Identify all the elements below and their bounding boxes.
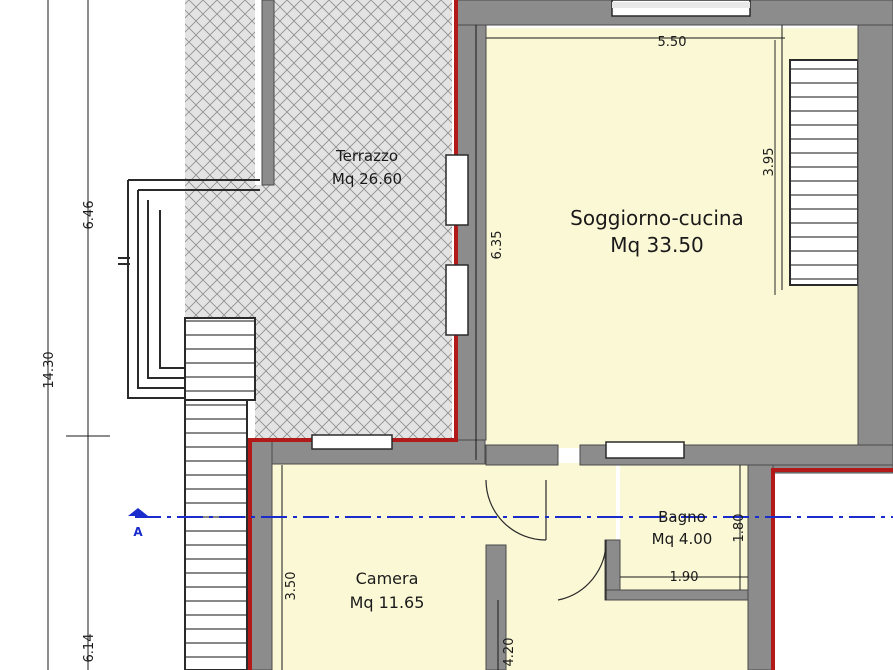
camera-name: Camera: [356, 569, 419, 588]
dim-bagno-height: 1.80: [732, 514, 747, 543]
terrazzo-paving-upper: [185, 0, 255, 185]
dim-camera-height: 3.50: [284, 572, 299, 601]
dim-soggiorno-width: 5.50: [658, 35, 687, 50]
dim-stair-height: 3.95: [762, 148, 777, 177]
lower-room-floor: [505, 600, 750, 670]
ramp-railings: [118, 179, 260, 399]
terrazzo-area: Mq 26.60: [332, 170, 402, 188]
soggiorno-area: Mq 33.50: [610, 233, 704, 257]
dim-soggiorno-height: 6.35: [490, 231, 505, 260]
terrazzo-name: Terrazzo: [335, 147, 398, 165]
outdoor-stair-lower: [184, 394, 248, 670]
camera-area: Mq 11.65: [350, 593, 425, 612]
dim-overall-height: 14.30: [42, 351, 57, 388]
building-outline-right: [771, 468, 893, 670]
window-glass-top: [612, 2, 750, 8]
camera-floor: [272, 463, 490, 670]
internal-stair: [789, 59, 859, 286]
dim-lower-partial: 4.20: [502, 638, 517, 667]
soggiorno-name: Soggiorno-cucina: [570, 206, 744, 230]
dimension-lines: [47, 0, 785, 670]
outdoor-stair-upper: [184, 317, 256, 401]
bagno-name: Bagno: [658, 508, 706, 526]
dim-upper-height: 6.46: [82, 201, 97, 230]
bagno-floor: [620, 463, 748, 593]
section-marker-label: A: [133, 525, 143, 539]
section-marker-arrow: [128, 508, 148, 516]
dim-bagno-width: 1.90: [670, 570, 699, 585]
bagno-area: Mq 4.00: [652, 530, 713, 548]
dim-lower-height: 6.14: [82, 634, 97, 663]
door-swings: [485, 479, 607, 601]
